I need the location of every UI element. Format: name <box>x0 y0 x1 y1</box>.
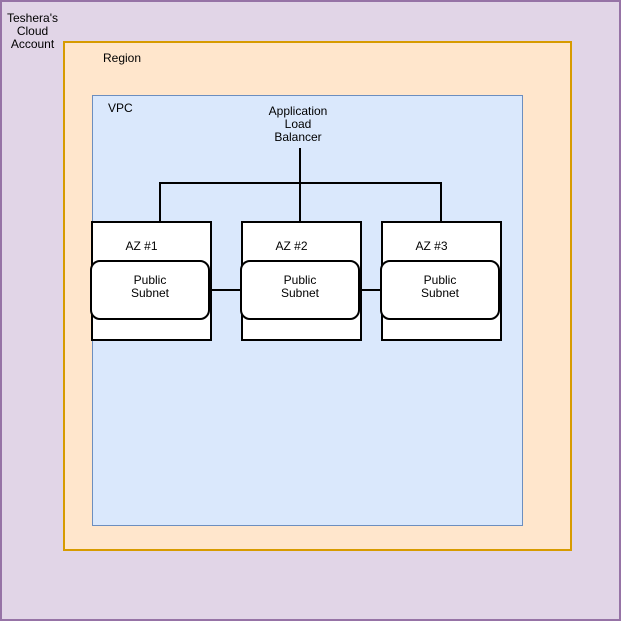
az-label: AZ #3 <box>415 239 448 253</box>
public-subnet-3: Public Subnet <box>380 260 500 320</box>
public-subnet-1: Public Subnet <box>90 260 210 320</box>
vpc-label: VPC <box>108 101 133 115</box>
public-subnet-2: Public Subnet <box>240 260 360 320</box>
load-balancer-label: Application Load Balancer <box>268 104 328 144</box>
subnet-connector-1-2 <box>210 289 241 291</box>
az-label: AZ #2 <box>275 239 308 253</box>
availability-zone-1: AZ #1 Public Subnet <box>90 221 212 341</box>
availability-zone-2: AZ #2 Public Subnet <box>240 221 362 341</box>
alb-horizontal-connector <box>159 182 442 184</box>
vpc-boundary: VPC Application Load Balancer AZ #1 Publ… <box>90 95 523 526</box>
az3-drop-connector <box>440 182 442 222</box>
region-label: Region <box>103 51 142 65</box>
az1-drop-connector <box>159 182 161 222</box>
az-label: AZ #1 <box>125 239 158 253</box>
public-subnet-label: Public Subnet <box>280 273 320 300</box>
public-subnet-label: Public Subnet <box>420 273 460 300</box>
account-label: Teshera's Cloud Account <box>7 11 58 51</box>
alb-vertical-connector <box>299 148 301 222</box>
availability-zone-3: AZ #3 Public Subnet <box>380 221 502 341</box>
region-boundary: Region VPC Application Load Balancer AZ … <box>63 41 572 551</box>
public-subnet-label: Public Subnet <box>130 273 170 300</box>
subnet-connector-2-3 <box>360 289 383 291</box>
